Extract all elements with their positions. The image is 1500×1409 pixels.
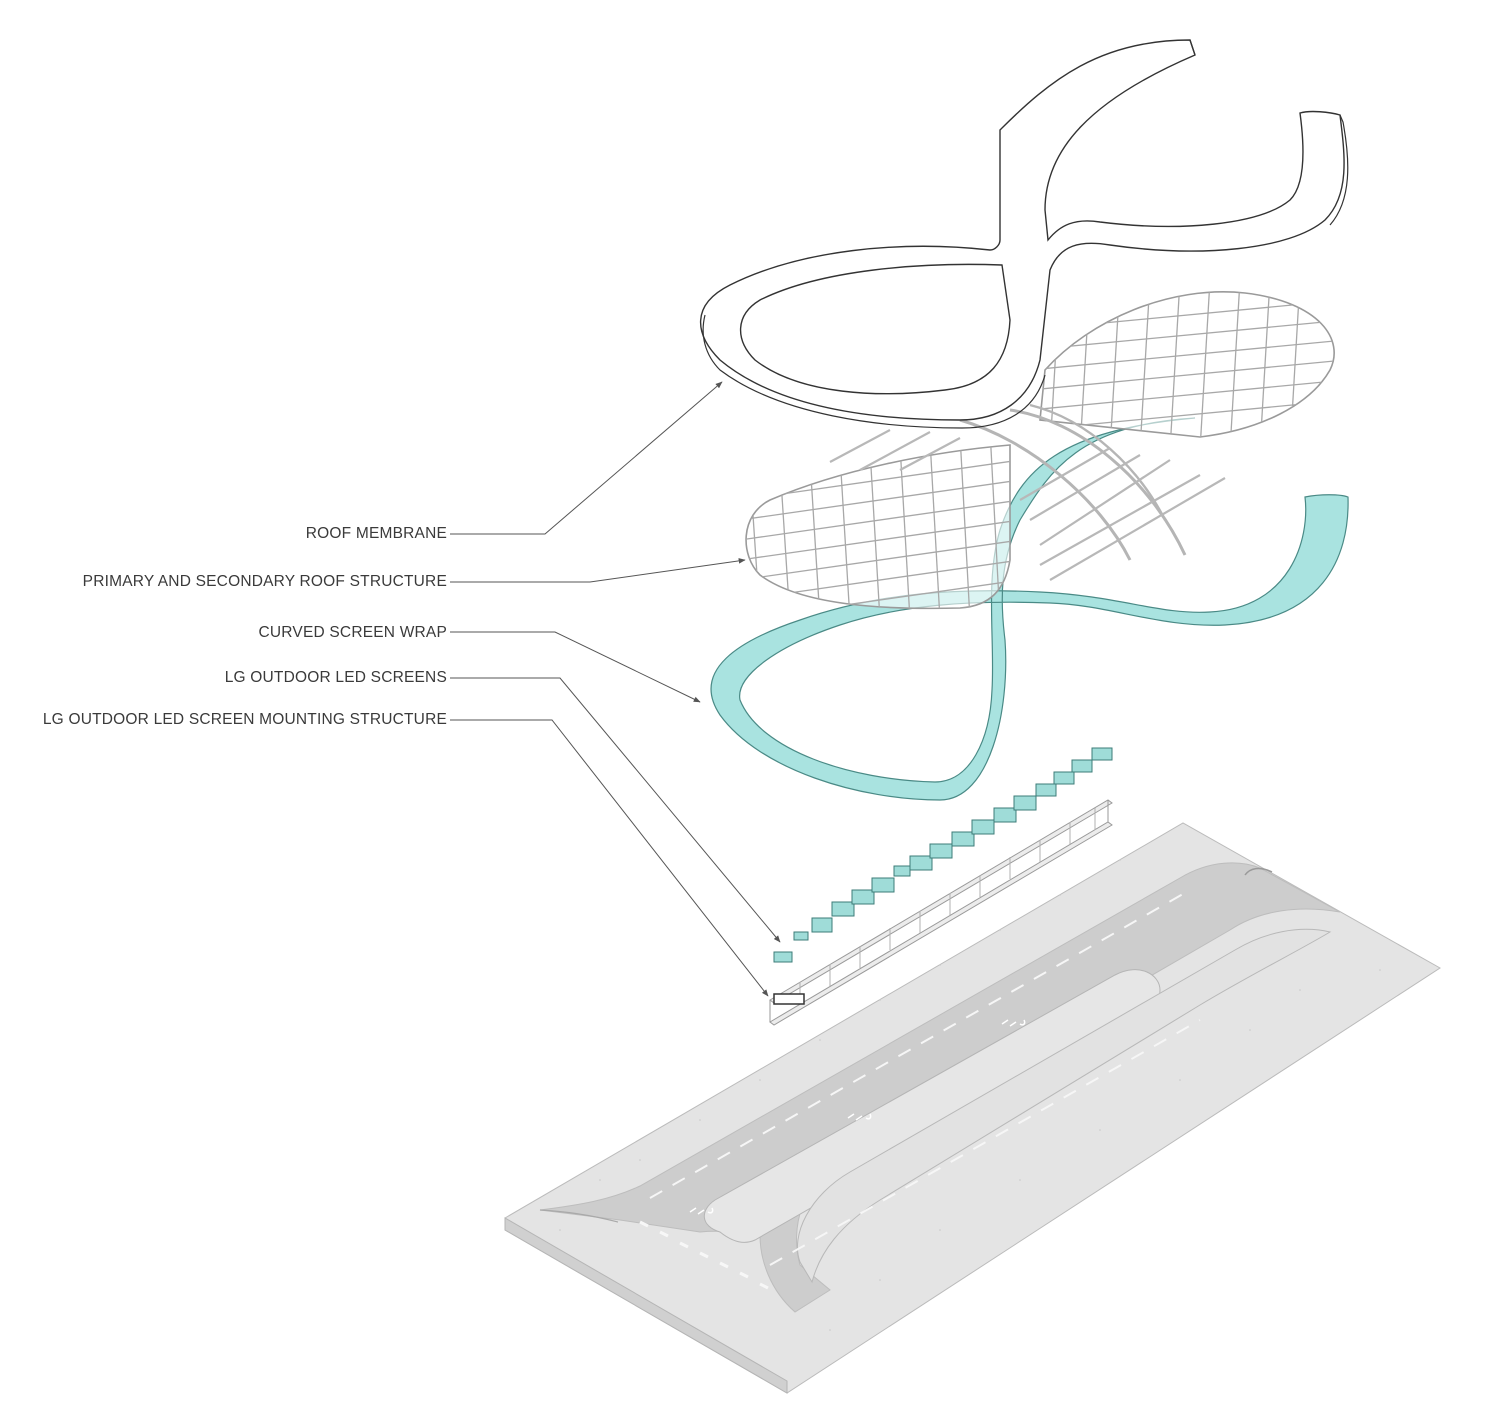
label-led-screens: LG OUTDOOR LED SCREENS <box>224 669 447 686</box>
roof-structure <box>745 291 1335 610</box>
leader-led-screens <box>450 677 781 943</box>
label-roof-membrane: ROOF MEMBRANE <box>305 525 447 542</box>
label-roof-structure: PRIMARY AND SECONDARY ROOF STRUCTURE <box>82 573 447 590</box>
leader-screen-wrap <box>450 631 701 703</box>
led-mounting-structure <box>769 799 1113 1026</box>
outer-island <box>796 928 1332 1284</box>
label-mounting-structure: LG OUTDOOR LED SCREEN MOUNTING STRUCTURE <box>42 711 447 728</box>
median-island <box>703 969 1161 1243</box>
ground-texture <box>559 859 1381 1331</box>
leader-mounting-structure <box>450 719 769 997</box>
lane-marking <box>769 1019 1201 1266</box>
label-screen-wrap: CURVED SCREEN WRAP <box>258 624 447 641</box>
ground-slab-edge <box>504 1217 788 1394</box>
curved-screen-wrap <box>710 417 1349 801</box>
roof-membrane <box>699 39 1349 429</box>
leader-roof-structure <box>450 558 746 583</box>
site-ground-plane <box>504 822 1441 1394</box>
road-symbols <box>689 1019 1026 1215</box>
crosswalk <box>639 1220 769 1290</box>
led-screens <box>773 747 1113 963</box>
leader-lines <box>450 381 781 997</box>
leader-roof-membrane <box>450 381 723 535</box>
